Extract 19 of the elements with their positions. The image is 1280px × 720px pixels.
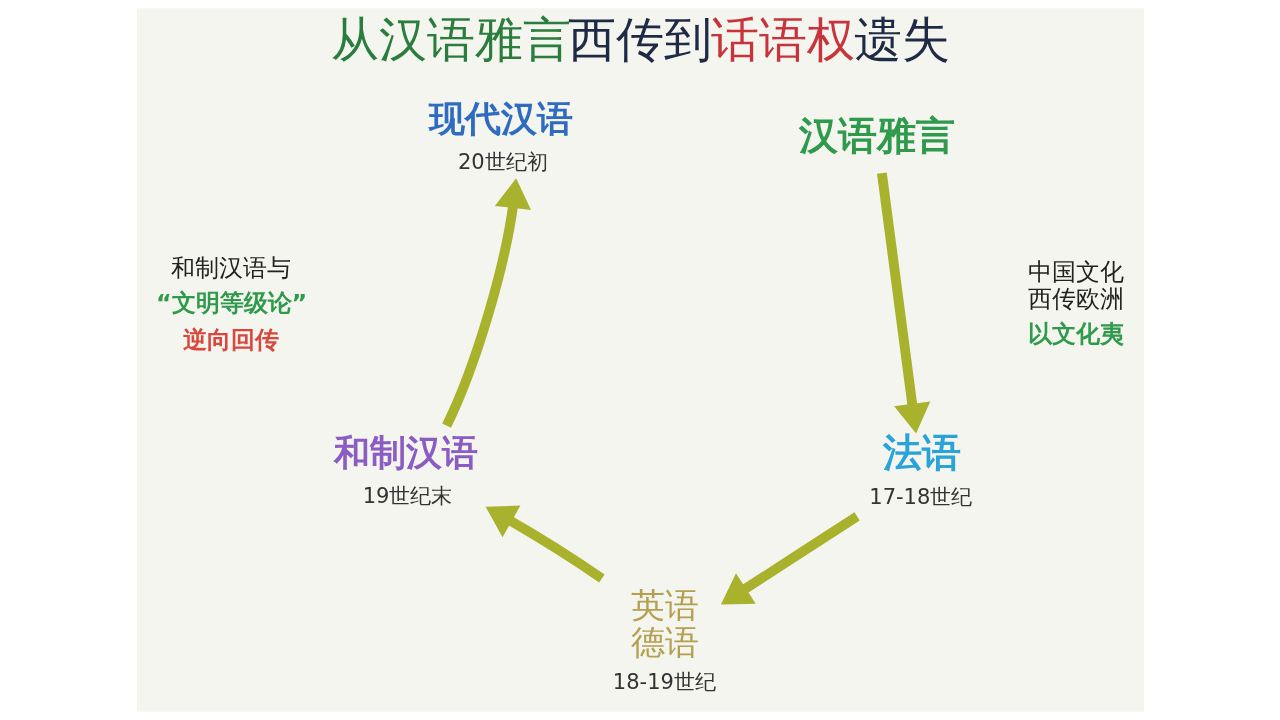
- label: “文明等级论”: [155, 289, 307, 318]
- arrow: [720, 512, 860, 605]
- node-label: 19世纪末: [362, 482, 452, 508]
- node-label: 20世纪初: [457, 149, 548, 175]
- node-label: 18-19世纪: [612, 668, 716, 694]
- node-text: 和制汉语: [333, 430, 478, 474]
- label: 中国文化西传欧洲: [1027, 258, 1124, 313]
- diagram-title: 从汉语雅言西传到话语权遗失: [330, 12, 950, 68]
- label: 以文化夷: [1027, 319, 1124, 348]
- node-label: 17-18世纪: [868, 484, 972, 510]
- label: 和制汉语与: [170, 254, 291, 283]
- arrow: [876, 172, 930, 434]
- label: 逆向回传: [182, 325, 279, 354]
- arrow: [441, 178, 531, 428]
- node-text: 法语: [882, 429, 961, 475]
- arrow: [485, 505, 605, 583]
- node-text: 现代汉语: [428, 97, 573, 141]
- node-text: 英语德语: [630, 586, 699, 662]
- node-text: 汉语雅言: [798, 112, 955, 158]
